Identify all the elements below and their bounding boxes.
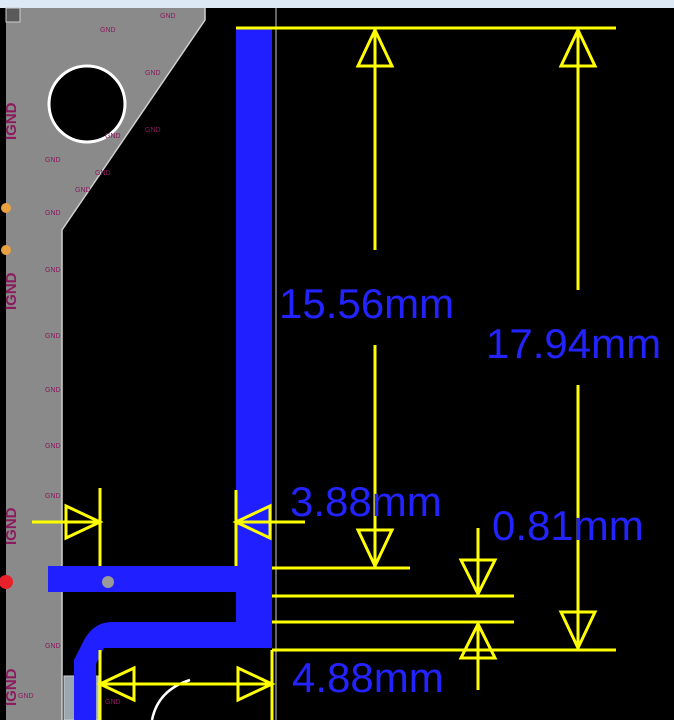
dimension-lines <box>32 26 616 720</box>
gnd-marker: GND <box>18 693 34 700</box>
gnd-marker: GND <box>145 70 161 77</box>
horizontal-trace-lower[interactable] <box>74 622 272 720</box>
gnd-marker: GND <box>45 210 61 217</box>
edge-via-2[interactable] <box>1 245 11 255</box>
trace-via[interactable] <box>102 576 114 588</box>
gnd-marker: GND <box>45 267 61 274</box>
gnd-marker: GND <box>75 187 91 194</box>
net-label-side: IGND <box>3 102 20 140</box>
gnd-marker: GND <box>145 127 161 134</box>
dim-label-4-88[interactable]: 4.88mm <box>292 654 444 701</box>
net-label-side: IGND <box>3 272 20 310</box>
gnd-marker: GND <box>160 13 176 20</box>
corner-marker-top <box>5 7 21 23</box>
gnd-marker: GND <box>45 643 61 650</box>
gnd-marker-group: GND GND GND GND GND GND GND GND GND GND GND GND GND G… <box>18 13 176 706</box>
net-label-side: IGND <box>3 507 20 545</box>
dim-label-17-94[interactable]: 17.94mm <box>486 320 661 367</box>
side-net-labels: IGND IGND IGND IGND <box>3 102 20 706</box>
dim-label-15-56[interactable]: 15.56mm <box>279 280 454 327</box>
edge-via-red[interactable] <box>0 575 13 589</box>
gnd-marker: GND <box>100 27 116 34</box>
gnd-marker: GND <box>45 443 61 450</box>
dim-label-0-81[interactable]: 0.81mm <box>492 502 644 549</box>
board-arc <box>150 678 191 720</box>
window-top-border <box>0 0 674 8</box>
gnd-marker: GND <box>45 157 61 164</box>
gnd-marker: GND <box>105 133 121 140</box>
gnd-marker: GND <box>95 170 111 177</box>
gnd-marker: GND <box>45 387 61 394</box>
pour-outline <box>61 8 206 720</box>
dim-label-3-88[interactable]: 3.88mm <box>290 478 442 525</box>
edge-via-1[interactable] <box>1 203 11 213</box>
vertical-trace[interactable] <box>236 28 272 648</box>
copper-traces[interactable] <box>48 28 272 720</box>
net-label-side: IGND <box>3 668 20 706</box>
gnd-copper-pour[interactable] <box>6 8 205 720</box>
mounting-hole[interactable] <box>47 64 127 144</box>
gnd-marker: GND <box>105 699 121 706</box>
dimension-labels: 15.56mm 17.94mm 3.88mm 0.81mm 4.88mm <box>279 280 661 701</box>
horizontal-trace-upper[interactable] <box>48 566 272 592</box>
gnd-marker: GND <box>45 333 61 340</box>
gnd-marker: GND <box>45 493 61 500</box>
